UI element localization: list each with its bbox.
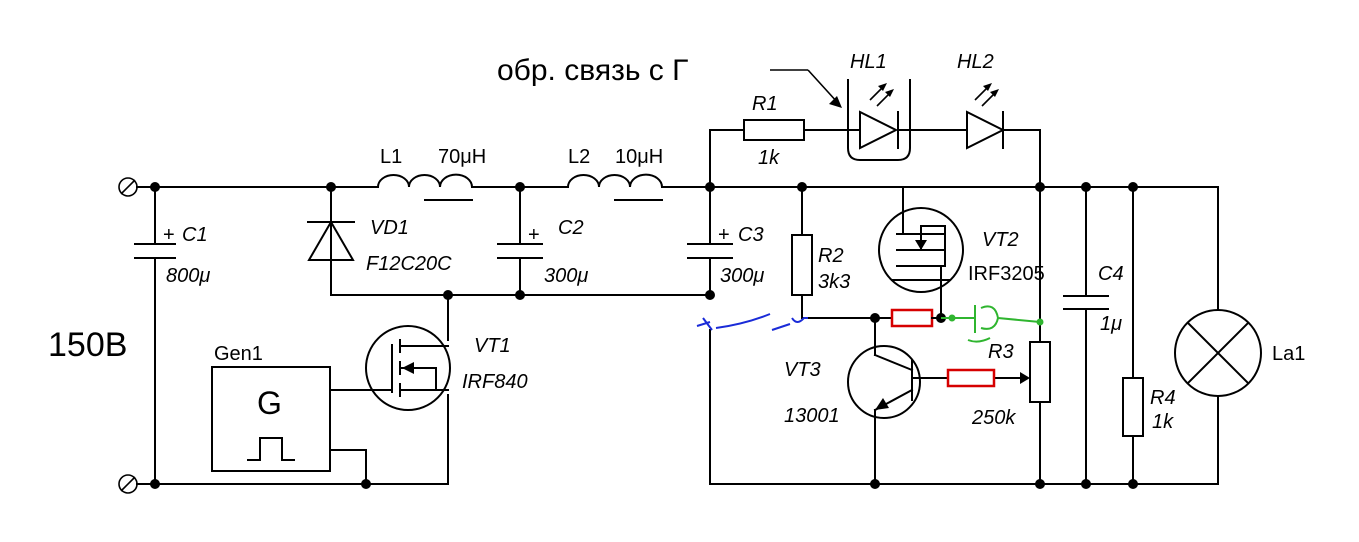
c2-value: 300μ <box>544 265 588 287</box>
vd1-label: VD1 <box>370 217 409 239</box>
hl2-label: HL2 <box>957 51 994 73</box>
vt3-label: VT3 <box>784 359 821 381</box>
vt1-label: VT1 <box>474 335 511 357</box>
c3-label: C3 <box>738 224 764 246</box>
supply-voltage-label: 150В <box>48 326 127 364</box>
r3-label: R3 <box>988 341 1014 363</box>
resistor-r1: R1 1k <box>743 93 805 169</box>
feedback-note-text: обр. связь с Г <box>497 54 688 87</box>
c1-plus: + <box>163 224 175 246</box>
mosfet-vt2: VT2 IRF3205 <box>878 207 1045 293</box>
capacitor-c3: + C3 300μ <box>687 224 764 287</box>
lamp-la1: La1 <box>1174 309 1305 397</box>
vt2-value: IRF3205 <box>968 263 1045 285</box>
hl1-label: HL1 <box>850 51 887 73</box>
r1-value: 1k <box>758 147 780 169</box>
led-hl2: HL2 <box>957 51 1006 150</box>
la1-label: La1 <box>1272 343 1305 365</box>
gen1-label: Gen1 <box>214 343 263 365</box>
gen1-symbol: G <box>257 385 282 421</box>
terminal-top <box>118 177 138 197</box>
c4-value: 1μ <box>1100 313 1122 335</box>
vt1-value: IRF840 <box>462 371 528 393</box>
capacitor-c1: + C1 800μ <box>134 224 210 287</box>
l1-value: 70μH <box>438 146 486 168</box>
r4-label: R4 <box>1150 387 1176 409</box>
r2-label: R2 <box>818 245 844 267</box>
modification-green-link <box>941 305 1044 343</box>
c3-value: 300μ <box>720 265 764 287</box>
vt2-label: VT2 <box>982 229 1019 251</box>
generator-gen1: Gen1 G <box>211 343 331 472</box>
r2-value: 3k3 <box>818 271 850 293</box>
inductor-l1: L1 70μH <box>376 146 486 201</box>
c2-plus: + <box>528 224 540 246</box>
resistor-r4: R4 1k <box>1122 377 1176 437</box>
transistor-vt3: VT3 13001 <box>784 345 921 427</box>
diode-vd1: VD1 F12C20C <box>307 217 452 275</box>
c1-label: C1 <box>182 224 208 246</box>
l1-label: L1 <box>380 146 402 168</box>
l2-label: L2 <box>568 146 590 168</box>
capacitor-c4: C4 1μ <box>1063 263 1124 335</box>
r1-label: R1 <box>752 93 778 115</box>
pulse-icon <box>247 437 295 461</box>
inductor-l2: L2 10μH <box>566 146 663 201</box>
vd1-value: F12C20C <box>366 253 452 275</box>
c1-value: 800μ <box>166 265 210 287</box>
c4-label: C4 <box>1098 263 1124 285</box>
r4-value: 1k <box>1152 411 1174 433</box>
modification-blue-switch <box>696 313 808 331</box>
vt3-value: 13001 <box>784 405 840 427</box>
terminal-bottom <box>118 474 138 494</box>
c2-label: C2 <box>558 217 584 239</box>
capacitor-c2: + C2 300μ <box>497 217 588 287</box>
resistor-r3: R3 250k <box>971 341 1051 429</box>
resistor-r2: R2 3k3 <box>791 234 850 296</box>
mosfet-vt1: VT1 IRF840 <box>365 325 528 411</box>
led-hl1: HL1 <box>847 51 911 161</box>
c3-plus: + <box>718 224 730 246</box>
feedback-annotation: обр. связь с Г <box>497 54 842 108</box>
l2-value: 10μH <box>615 146 663 168</box>
wires <box>136 129 1219 485</box>
r3-value: 250k <box>971 407 1016 429</box>
